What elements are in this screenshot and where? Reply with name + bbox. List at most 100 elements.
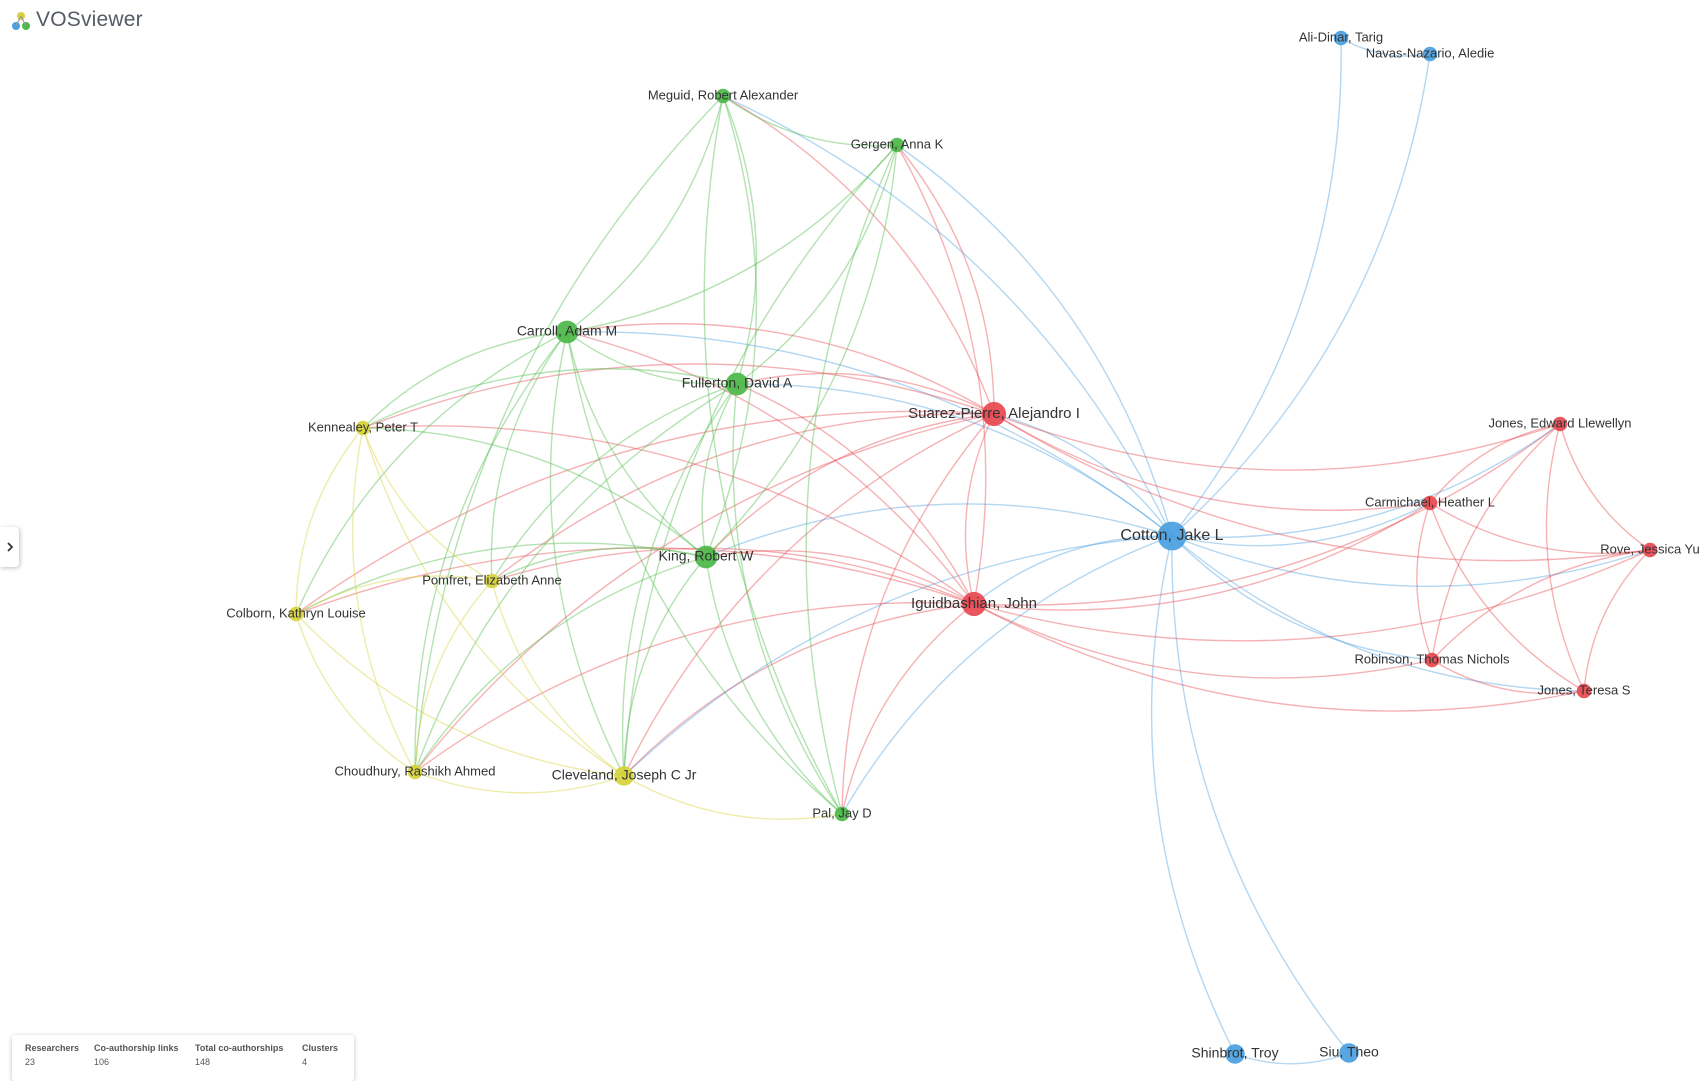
researcher-node[interactable] <box>1424 652 1440 668</box>
researcher-node[interactable] <box>981 401 1007 427</box>
researcher-label[interactable]: Siu, Theo <box>1319 1044 1379 1060</box>
coauthor-link <box>1340 37 1431 57</box>
coauthor-link <box>351 427 416 773</box>
coauthor-link <box>1429 502 1585 692</box>
coauthor-link <box>623 144 898 777</box>
coauthor-link <box>566 322 995 415</box>
chevron-right-icon <box>6 542 13 552</box>
coauthor-link <box>623 775 843 820</box>
researcher-label[interactable]: Gergen, Anna K <box>851 136 944 151</box>
coauthor-link <box>362 368 738 429</box>
researcher-node[interactable] <box>1642 542 1658 558</box>
coauthor-link <box>705 503 1173 558</box>
researcher-node[interactable] <box>1225 1044 1245 1064</box>
researcher-label[interactable]: Choudhury, Rashikh Ahmed <box>335 763 496 778</box>
researcher-node[interactable] <box>715 88 731 104</box>
researcher-node[interactable] <box>614 766 634 786</box>
coauthor-link <box>1583 549 1651 692</box>
coauthor-link <box>1171 535 1350 1054</box>
researcher-label[interactable]: King, Robert W <box>659 548 755 564</box>
coauthor-link <box>1234 1052 1350 1065</box>
coauthor-link <box>414 580 493 773</box>
researcher-node[interactable] <box>834 806 850 822</box>
panel-toggle-button[interactable] <box>0 527 19 567</box>
coauthor-link <box>295 575 493 615</box>
researcher-label[interactable]: Pal, Jay D <box>812 805 871 820</box>
coauthor-link <box>491 547 707 582</box>
researcher-label[interactable]: Suarez-Pierre, Alejandro I <box>908 405 1080 422</box>
coauthor-link <box>362 363 995 429</box>
researcher-node[interactable] <box>1157 521 1187 551</box>
app-title: VOSviewer <box>36 8 143 31</box>
coauthor-link <box>896 144 1173 537</box>
researcher-node[interactable] <box>484 573 500 589</box>
coauthor-link <box>362 427 625 777</box>
researcher-node[interactable] <box>889 137 905 153</box>
researcher-node[interactable] <box>725 372 749 396</box>
coauthor-link <box>414 95 724 773</box>
researcher-node[interactable] <box>961 591 987 617</box>
researcher-node[interactable] <box>407 764 423 780</box>
coauthor-link <box>964 413 995 605</box>
researcher-label[interactable]: Jones, Edward Llewellyn <box>1488 415 1631 430</box>
researcher-label[interactable]: Kennealey, Peter T <box>308 419 418 434</box>
coauthor-link <box>1416 502 1433 661</box>
researcher-node[interactable] <box>1333 30 1349 46</box>
coauthor-link <box>1559 423 1651 551</box>
researcher-node[interactable] <box>694 545 718 569</box>
stat-value: 23 <box>25 1057 36 1067</box>
network-stats-panel: Researchers 23 Co-authorship links 106 T… <box>12 1035 354 1081</box>
researcher-node[interactable] <box>1422 46 1438 62</box>
coauthor-link <box>705 144 898 558</box>
researcher-label[interactable]: Jones, Teresa S <box>1538 682 1631 697</box>
coauthor-link <box>841 535 1173 815</box>
researcher-node[interactable] <box>288 606 304 622</box>
researcher-label[interactable]: Cleveland, Joseph C Jr <box>552 767 697 783</box>
researcher-label[interactable]: Ali-Dinar, Tarig <box>1299 29 1383 44</box>
researcher-label[interactable]: Meguid, Robert Alexander <box>648 87 799 102</box>
coauthor-link <box>621 383 738 777</box>
researcher-label[interactable]: Shinbrot, Troy <box>1191 1045 1278 1061</box>
nodes-layer <box>288 30 1658 1064</box>
researcher-label[interactable]: Pomfret, Elizabeth Anne <box>422 572 561 587</box>
researcher-label[interactable]: Colborn, Kathryn Louise <box>226 605 365 620</box>
researcher-label[interactable]: Rove, Jessica Yu <box>1600 541 1699 556</box>
researcher-label[interactable]: Carmichael, Heather L <box>1365 494 1495 509</box>
researcher-node[interactable] <box>1552 416 1568 432</box>
coauthor-link <box>295 547 975 615</box>
researcher-node[interactable] <box>355 420 371 436</box>
coauthor-link <box>490 331 568 582</box>
researcher-label[interactable]: Fullerton, David A <box>682 375 793 391</box>
coauthor-link <box>701 383 738 558</box>
researcher-node[interactable] <box>1339 1043 1359 1063</box>
coauthor-link <box>1171 535 1585 692</box>
researcher-label[interactable]: Navas-Nazario, Aledie <box>1366 45 1495 60</box>
coauthor-link <box>732 383 843 815</box>
researcher-label[interactable]: Cotton, Jake L <box>1120 527 1223 544</box>
researcher-node[interactable] <box>555 320 579 344</box>
coauthor-link <box>993 413 1431 512</box>
coauthor-link <box>566 331 843 815</box>
coauthor-link <box>414 413 995 773</box>
coauthor-link <box>566 331 707 558</box>
coauthor-link <box>736 383 1173 537</box>
coauthor-link <box>973 549 1651 642</box>
coauthor-link <box>705 95 758 558</box>
coauthor-link <box>623 556 707 777</box>
coauthor-link <box>362 427 493 582</box>
coauthor-link <box>549 331 625 777</box>
coauthor-link <box>1431 549 1651 661</box>
researcher-label[interactable]: Iguidbashian, John <box>911 595 1037 612</box>
coauthor-link <box>362 331 568 429</box>
coauthor-link <box>1431 659 1585 695</box>
coauthor-link <box>491 547 975 605</box>
researcher-label[interactable]: Carroll, Adam M <box>517 323 617 339</box>
coauthor-link <box>623 535 1173 777</box>
researcher-label[interactable]: Robinson, Thomas Nichols <box>1354 651 1510 666</box>
researcher-node[interactable] <box>1576 683 1592 699</box>
coauthor-link <box>722 95 758 385</box>
labels-layer: Cotton, Jake L Ali-Dinar, TarigNavas-Naza… <box>226 29 1699 1060</box>
researcher-node[interactable] <box>1422 495 1438 511</box>
stat-total: Total co-authorships 148 <box>195 1043 302 1081</box>
